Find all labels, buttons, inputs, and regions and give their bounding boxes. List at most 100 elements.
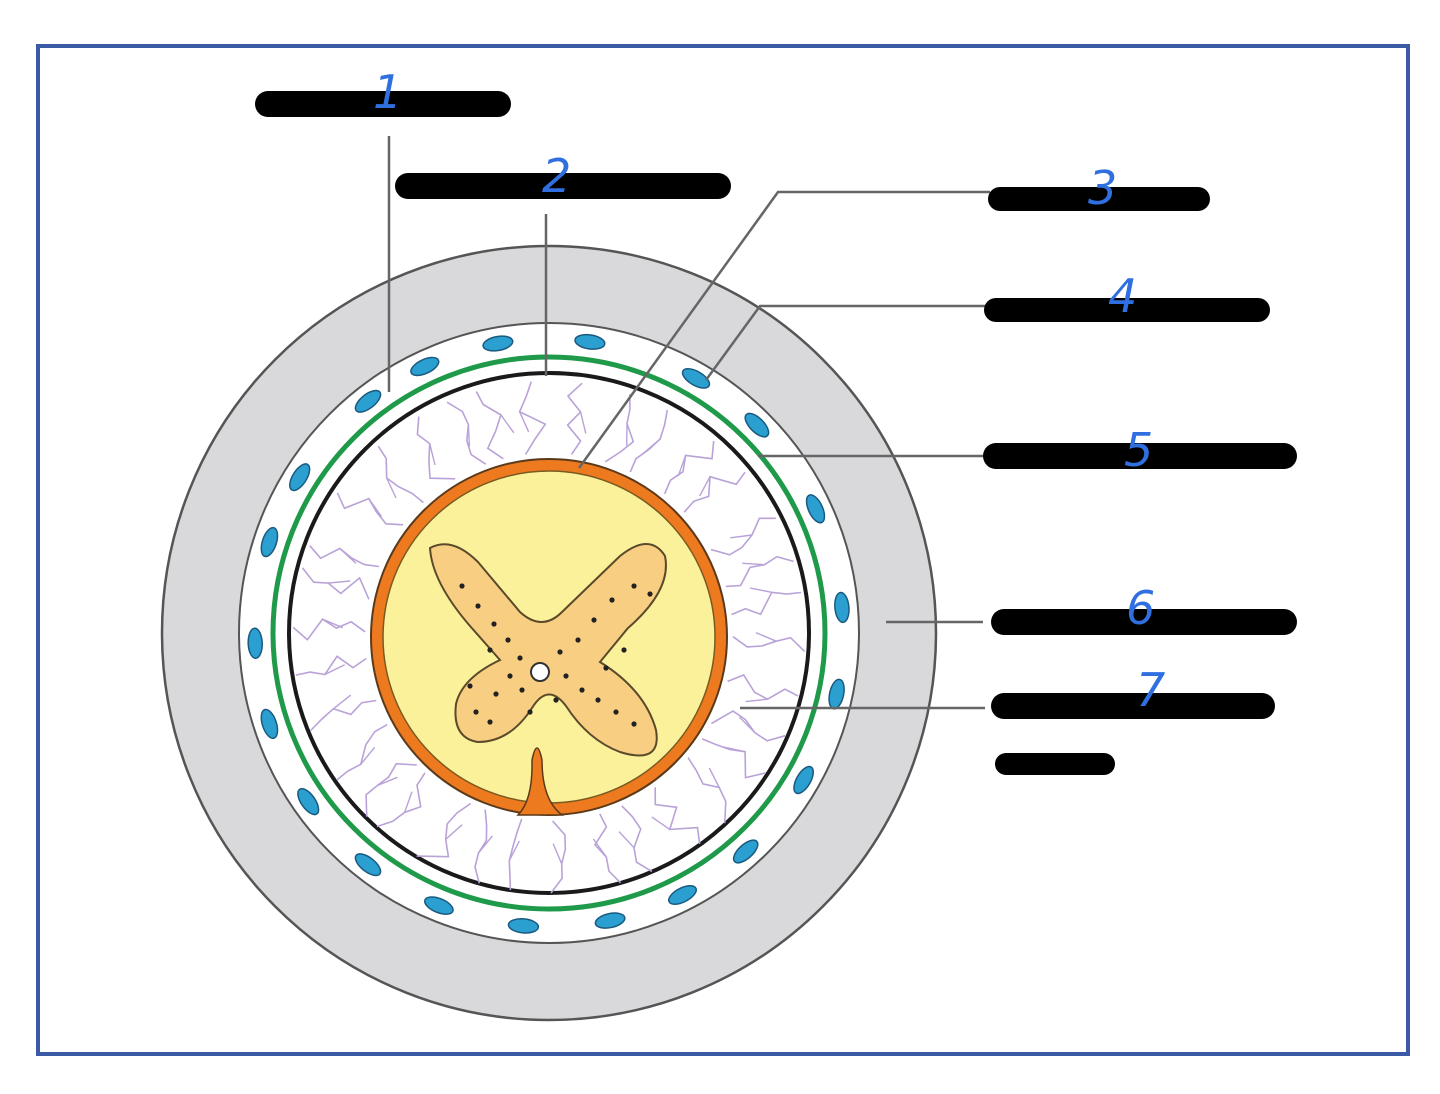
trabecula-15 bbox=[336, 723, 388, 781]
neuron-dot-10 bbox=[487, 719, 493, 725]
trabecula-6 bbox=[654, 787, 701, 845]
trabecula-10 bbox=[508, 818, 523, 891]
trabecula-25 bbox=[475, 391, 504, 460]
vessel-16 bbox=[297, 787, 320, 816]
vessel-12 bbox=[594, 912, 626, 929]
neuron-dot-27 bbox=[621, 647, 627, 653]
neuron-dot-2 bbox=[475, 603, 481, 609]
trabecula-3 bbox=[711, 710, 786, 742]
gray-matter-neurons bbox=[459, 583, 653, 727]
trabecula-23 bbox=[416, 416, 456, 480]
vessel-20 bbox=[289, 463, 311, 492]
neuron-dot-4 bbox=[505, 637, 511, 643]
trabecula-branch-21 bbox=[368, 498, 383, 518]
trabecula-branch-11 bbox=[477, 835, 493, 854]
trabecula-branch-15 bbox=[360, 746, 376, 765]
trabecula-branch-7 bbox=[618, 831, 635, 849]
vessel-6 bbox=[805, 494, 826, 524]
neuron-dot-5 bbox=[487, 647, 493, 653]
neuron-dot-26 bbox=[467, 683, 473, 689]
neuron-dot-25 bbox=[527, 709, 533, 715]
trabecula-19 bbox=[301, 567, 370, 600]
vessel-3 bbox=[574, 333, 606, 350]
trabecula-33 bbox=[725, 555, 794, 588]
trabecula-branch-25 bbox=[500, 414, 515, 434]
trabecula-1 bbox=[732, 636, 806, 652]
neuron-dot-7 bbox=[507, 673, 513, 679]
anterior-median-fissure bbox=[516, 747, 565, 816]
trabecula-branch-29 bbox=[643, 438, 661, 454]
trabecula-branch-6 bbox=[651, 816, 671, 830]
trabecula-14 bbox=[365, 762, 417, 817]
vessel-9 bbox=[793, 765, 814, 795]
vessel-4 bbox=[681, 368, 711, 389]
trabecula-branch-8 bbox=[592, 838, 607, 858]
neuron-dot-9 bbox=[473, 709, 479, 715]
trabecula-30 bbox=[663, 440, 715, 495]
trabecula-21 bbox=[336, 492, 404, 526]
trabecula-branch-24 bbox=[467, 424, 471, 447]
neuron-dot-17 bbox=[647, 591, 653, 597]
trabecula-17 bbox=[295, 655, 367, 676]
vessel-2 bbox=[482, 335, 514, 352]
trabecula-12 bbox=[416, 802, 472, 858]
label-number-3: 3 bbox=[1088, 161, 1117, 215]
neuron-dot-3 bbox=[491, 621, 497, 627]
neuron-dot-23 bbox=[603, 665, 609, 671]
trabecula-26 bbox=[518, 381, 547, 455]
label-number-5: 5 bbox=[1124, 423, 1153, 477]
neuron-dot-18 bbox=[563, 673, 569, 679]
vessel-5 bbox=[744, 412, 770, 438]
dura-mater-line bbox=[270, 354, 828, 912]
vessel-17 bbox=[260, 708, 279, 740]
trabecula-branch-3 bbox=[739, 716, 756, 734]
vessel-10 bbox=[732, 839, 759, 864]
trabecula-22 bbox=[377, 445, 424, 504]
neuron-dot-19 bbox=[579, 687, 585, 693]
trabecula-branch-27 bbox=[579, 411, 587, 434]
trabecula-branch-16 bbox=[332, 694, 352, 710]
central-canal bbox=[530, 662, 550, 682]
label-number-7: 7 bbox=[1136, 663, 1165, 717]
trabecula-branch-31 bbox=[698, 476, 711, 497]
trabecula-branch-14 bbox=[376, 776, 398, 787]
neuron-dot-15 bbox=[609, 597, 615, 603]
vessel-15 bbox=[354, 853, 382, 877]
trabecula-11 bbox=[474, 809, 488, 884]
trabecula-31 bbox=[683, 471, 746, 513]
trabecula-branch-33 bbox=[742, 562, 765, 566]
trabecula-branch-23 bbox=[429, 443, 436, 466]
leader-lines bbox=[387, 136, 990, 710]
leader-line-4 bbox=[704, 304, 990, 381]
trabecula-branch-9 bbox=[552, 843, 563, 865]
trabecula-branch-12 bbox=[445, 824, 463, 840]
neuron-dot-11 bbox=[519, 687, 525, 693]
trabecula-branch-30 bbox=[677, 455, 687, 477]
trabecula-28 bbox=[604, 394, 635, 463]
neuron-dot-8 bbox=[493, 691, 499, 697]
redaction-bars bbox=[255, 91, 1297, 775]
vessel-21 bbox=[354, 389, 382, 413]
trabecula-13 bbox=[376, 772, 426, 828]
trabecula-8 bbox=[593, 813, 622, 884]
trabecula-branch-17 bbox=[324, 664, 346, 676]
trabecula-branch-20 bbox=[339, 547, 357, 564]
trabecula-2 bbox=[727, 674, 799, 701]
trabecula-branch-1 bbox=[755, 631, 777, 642]
label-number-6: 6 bbox=[1126, 581, 1155, 635]
trabecula-32 bbox=[710, 517, 776, 556]
neuron-dot-14 bbox=[591, 617, 597, 623]
trabecula-branch-10 bbox=[508, 840, 520, 862]
neuron-dot-12 bbox=[557, 649, 563, 655]
label-number-2: 2 bbox=[542, 149, 571, 203]
epidural-vessels bbox=[247, 333, 850, 934]
leader-line-3 bbox=[577, 190, 990, 469]
neuron-dot-20 bbox=[595, 697, 601, 703]
trabecula-18 bbox=[292, 618, 366, 641]
gray-matter bbox=[428, 543, 667, 757]
trabecula-branch-22 bbox=[386, 477, 397, 499]
trabecula-16 bbox=[310, 699, 377, 732]
vessel-13 bbox=[507, 918, 540, 934]
trabecula-34 bbox=[731, 591, 802, 616]
